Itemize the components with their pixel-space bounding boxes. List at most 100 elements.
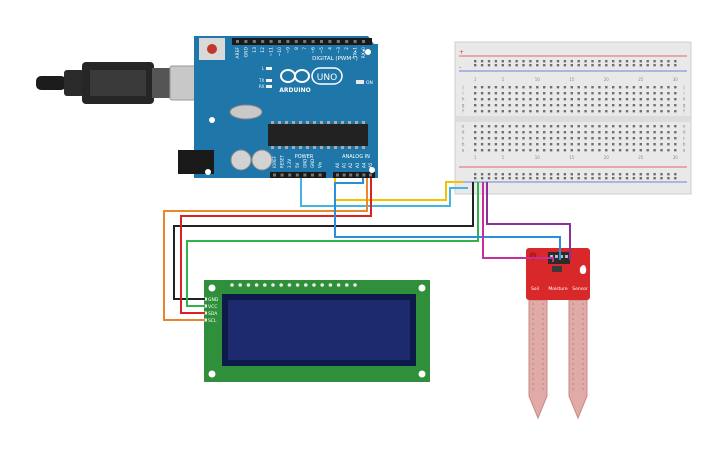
breadboard-hole[interactable] (549, 110, 553, 113)
breadboard-hole[interactable] (625, 173, 629, 176)
lcd-pin[interactable] (271, 283, 275, 287)
breadboard-hole[interactable] (515, 177, 518, 180)
breadboard-hole[interactable] (487, 177, 491, 180)
power-pin-hole[interactable] (303, 173, 307, 177)
breadboard-hole[interactable] (591, 92, 594, 95)
breadboard-hole[interactable] (543, 125, 546, 128)
analog-pin-hole[interactable] (336, 173, 339, 177)
breadboard-hole[interactable] (653, 98, 656, 101)
breadboard-hole[interactable] (556, 86, 560, 89)
breadboard-hole[interactable] (660, 86, 663, 89)
digital-pin-hole[interactable] (244, 40, 248, 43)
breadboard-hole[interactable] (632, 92, 636, 95)
breadboard-hole[interactable] (612, 137, 615, 140)
breadboard-hole[interactable] (639, 92, 642, 95)
breadboard-hole[interactable] (598, 64, 601, 67)
breadboard-hole[interactable] (543, 104, 546, 107)
lcd-pin[interactable] (328, 283, 333, 287)
breadboard-hole[interactable] (605, 149, 608, 152)
breadboard-hole[interactable] (632, 131, 636, 134)
breadboard-hole[interactable] (522, 131, 525, 134)
breadboard-hole[interactable] (577, 137, 580, 140)
breadboard-hole[interactable] (549, 149, 553, 152)
breadboard-hole[interactable] (591, 143, 594, 146)
breadboard-hole[interactable] (494, 173, 498, 176)
breadboard-hole[interactable] (674, 110, 677, 113)
breadboard-hole[interactable] (563, 131, 567, 134)
analog-pin-hole[interactable] (362, 173, 366, 177)
breadboard-hole[interactable] (480, 125, 484, 128)
breadboard-hole[interactable] (660, 110, 663, 113)
sensor-pin[interactable] (555, 255, 558, 258)
breadboard-hole[interactable] (570, 149, 573, 152)
breadboard-hole[interactable] (591, 64, 594, 67)
breadboard-hole[interactable] (618, 149, 622, 152)
lcd-pin[interactable] (246, 283, 251, 287)
breadboard-hole[interactable] (598, 173, 601, 176)
breadboard-hole[interactable] (570, 98, 573, 101)
breadboard-hole[interactable] (584, 149, 587, 152)
breadboard-hole[interactable] (501, 98, 504, 101)
lcd-pin[interactable] (287, 283, 292, 287)
breadboard-hole[interactable] (632, 60, 636, 63)
breadboard-hole[interactable] (556, 110, 560, 113)
breadboard-hole[interactable] (632, 104, 636, 107)
breadboard-hole[interactable] (570, 64, 573, 67)
breadboard-hole[interactable] (556, 131, 560, 134)
breadboard-hole[interactable] (646, 104, 649, 107)
breadboard-hole[interactable] (618, 104, 622, 107)
breadboard-hole[interactable] (549, 137, 553, 140)
breadboard-hole[interactable] (529, 143, 532, 146)
breadboard-hole[interactable] (563, 125, 567, 128)
breadboard-hole[interactable] (605, 131, 608, 134)
breadboard-hole[interactable] (529, 104, 532, 107)
breadboard-hole[interactable] (515, 64, 518, 67)
breadboard-hole[interactable] (529, 173, 532, 176)
digital-pin-hole[interactable] (362, 40, 365, 43)
breadboard-hole[interactable] (577, 60, 580, 63)
arduino-uno-board[interactable]: ARDUINO UNO DIGITAL (PWM~) ON L TX RX PO… (178, 36, 378, 178)
breadboard-hole[interactable] (543, 98, 546, 101)
breadboard-hole[interactable] (487, 98, 491, 101)
breadboard-hole[interactable] (501, 110, 504, 113)
breadboard-hole[interactable] (577, 173, 580, 176)
breadboard-hole[interactable] (522, 149, 525, 152)
breadboard-hole[interactable] (543, 60, 546, 63)
breadboard-hole[interactable] (674, 177, 677, 180)
breadboard-hole[interactable] (570, 104, 573, 107)
breadboard-hole[interactable] (529, 149, 532, 152)
breadboard-hole[interactable] (625, 143, 629, 146)
usb-cable[interactable] (36, 62, 201, 104)
breadboard-hole[interactable] (667, 131, 670, 134)
breadboard-hole[interactable] (474, 131, 477, 134)
breadboard-hole[interactable] (653, 64, 656, 67)
lcd-pin[interactable] (238, 283, 242, 287)
breadboard-hole[interactable] (667, 137, 670, 140)
breadboard-hole[interactable] (639, 104, 642, 107)
breadboard-hole[interactable] (529, 98, 532, 101)
breadboard-hole[interactable] (598, 60, 601, 63)
breadboard-hole[interactable] (549, 104, 553, 107)
breadboard-hole[interactable] (625, 177, 629, 180)
breadboard-hole[interactable] (494, 149, 498, 152)
breadboard-hole[interactable] (536, 60, 539, 63)
breadboard-hole[interactable] (584, 177, 587, 180)
breadboard-hole[interactable] (494, 98, 498, 101)
breadboard-hole[interactable] (577, 149, 580, 152)
breadboard-hole[interactable] (591, 149, 594, 152)
breadboard-hole[interactable] (618, 125, 622, 128)
breadboard-hole[interactable] (501, 86, 504, 89)
breadboard-hole[interactable] (674, 137, 677, 140)
breadboard-hole[interactable] (660, 125, 663, 128)
breadboard-hole[interactable] (529, 131, 532, 134)
breadboard-hole[interactable] (556, 104, 560, 107)
breadboard-hole[interactable] (618, 173, 622, 176)
sensor-pin[interactable] (550, 255, 553, 258)
breadboard-hole[interactable] (646, 98, 649, 101)
breadboard-hole[interactable] (563, 86, 567, 89)
breadboard-hole[interactable] (494, 110, 498, 113)
breadboard-hole[interactable] (646, 86, 649, 89)
breadboard-hole[interactable] (639, 98, 642, 101)
breadboard-hole[interactable] (653, 131, 656, 134)
breadboard-hole[interactable] (515, 143, 518, 146)
